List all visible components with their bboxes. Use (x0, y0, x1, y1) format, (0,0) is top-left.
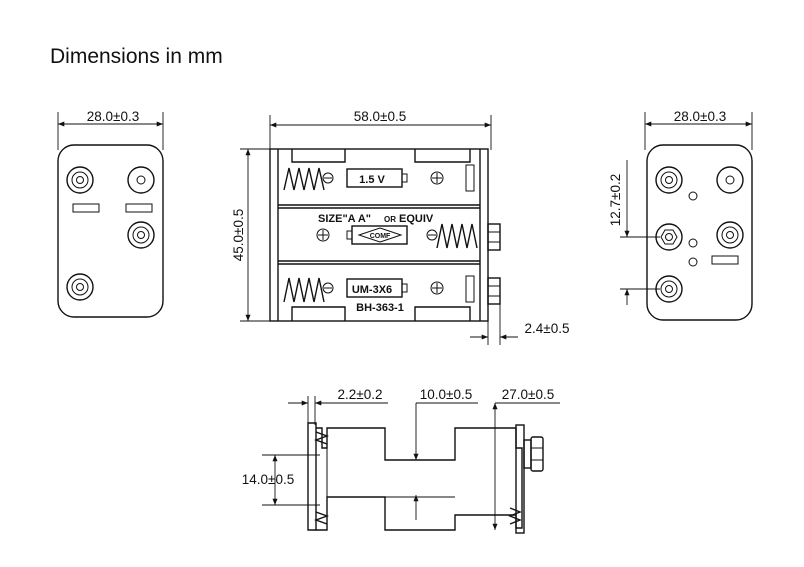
terminal-screw (66, 166, 94, 194)
terminal-screw (655, 166, 683, 194)
side-end-plate (307, 422, 317, 531)
page-title: Dimensions in mm (50, 45, 223, 68)
terminal-tab (487, 277, 501, 305)
slot-label: 14.0±0.5 (242, 472, 294, 487)
front-slot-left (72, 203, 100, 213)
terminal-screw (716, 221, 744, 249)
rear-slot (711, 255, 739, 265)
front-plate (57, 144, 164, 318)
rear-view: 28.0±0.3 (608, 109, 753, 321)
side-body-outline (316, 427, 523, 531)
plus-symbol-icon (430, 171, 444, 185)
rivet (127, 166, 155, 194)
terminal-tab (530, 436, 544, 472)
size-text-end: EQUIV (399, 213, 434, 225)
side-view: 2.2±0.2 10.0±0.5 27.0±0.5 14.0±0.5 (242, 387, 560, 534)
spring-icon (313, 431, 330, 445)
top-width-label: 58.0±0.5 (354, 109, 406, 124)
plus-symbol-icon (430, 281, 444, 295)
thickness-label: 2.2±0.2 (338, 387, 383, 402)
offset-label: 2.4±0.5 (525, 321, 570, 336)
top-height-label: 45.0±0.5 (231, 209, 246, 261)
depth-label: 27.0±0.5 (502, 387, 554, 402)
small-hole (688, 238, 698, 248)
gap-label: 10.0±0.5 (420, 387, 472, 402)
rear-width-label: 28.0±0.3 (674, 109, 726, 124)
rivet (716, 166, 744, 194)
rear-spacing-label: 12.7±0.2 (608, 174, 623, 226)
brand-text: COMF (370, 233, 391, 240)
spring-icon (436, 223, 478, 249)
front-slot-right (125, 203, 153, 213)
plus-symbol-icon (316, 228, 330, 242)
minus-symbol-icon (322, 282, 334, 294)
spring-icon (508, 507, 522, 525)
rear-plate (646, 144, 753, 321)
size-text-main: SIZE"A A" (318, 213, 371, 225)
model-text: UM-3X6 (352, 284, 392, 296)
minus-symbol-icon (322, 172, 334, 184)
side-right-plate (515, 424, 525, 534)
size-text-small: OR (384, 215, 396, 224)
front-width-label: 28.0±0.3 (87, 109, 139, 124)
small-hole (688, 191, 698, 201)
terminal-tab (487, 223, 501, 251)
voltage-text: 1.5 V (359, 174, 385, 186)
terminal-screw (66, 273, 94, 301)
minus-symbol-icon (426, 229, 438, 241)
part-number-text: BH-363-1 (356, 302, 404, 314)
spring-icon (313, 511, 330, 525)
terminal-screw (127, 221, 155, 249)
spring-icon (283, 277, 325, 303)
top-view: 58.0±0.5 45.0±0.5 1.5 V (231, 109, 569, 345)
front-view: 28.0±0.3 (57, 109, 164, 318)
spring-icon (283, 167, 325, 191)
small-hole (688, 257, 698, 267)
brand-logo-icon (357, 227, 403, 243)
